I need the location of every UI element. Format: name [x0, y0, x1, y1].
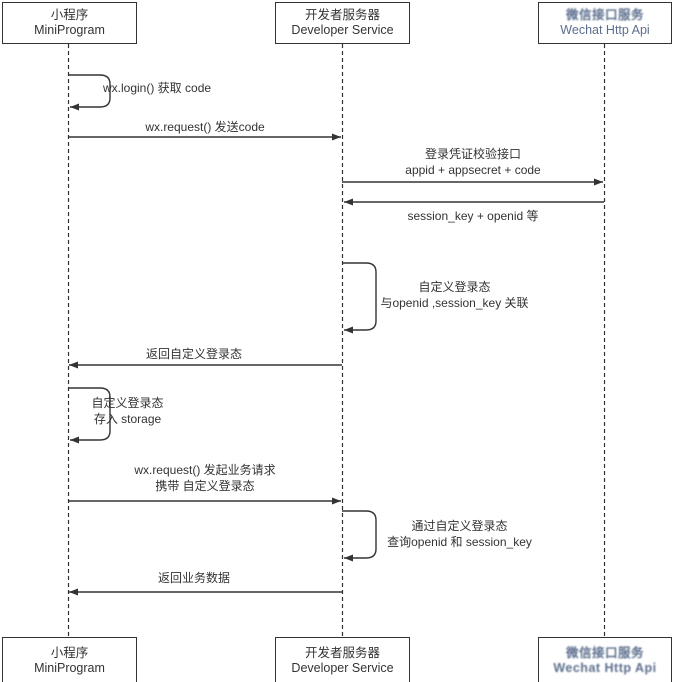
actor-wechat-api-bottom-subname: Wechat Http Api — [553, 661, 657, 675]
message-label-biz-request-line1: wx.request() 发起业务请求 — [134, 463, 276, 477]
actor-developer-service-top-subname: Developer Service — [291, 23, 394, 37]
message-label-send-code: wx.request() 发送code — [145, 120, 265, 134]
actor-developer-service-bottom: 开发者服务器 Developer Service — [275, 637, 410, 682]
message-label-custom-state-line2: 与openid ,session_key 关联 — [380, 296, 529, 310]
actor-miniprogram-top: 小程序 MiniProgram — [2, 2, 137, 44]
message-label-custom-state-line1: 自定义登录态 — [418, 280, 491, 294]
actor-wechat-api-bottom-name: 微信接口服务 — [565, 646, 644, 660]
message-label-wx-login: wx.login() 获取 code — [103, 81, 212, 95]
message-label-query-state-line1: 通过自定义登录态 — [411, 519, 508, 533]
actor-developer-service-top: 开发者服务器 Developer Service — [275, 2, 410, 44]
actor-developer-service-bottom-subname: Developer Service — [291, 661, 394, 675]
message-label-store-state: 自定义登录态 存入 storage — [80, 395, 175, 427]
message-label-biz-request-line2: 携带 自定义登录态 — [155, 479, 255, 493]
message-label-check-login: 登录凭证校验接口 appid + appsecret + code — [342, 146, 604, 178]
actor-miniprogram-top-name: 小程序 — [50, 8, 89, 22]
actor-miniprogram-bottom-subname: MiniProgram — [34, 661, 105, 675]
self-arrow-query-state — [342, 510, 377, 562]
message-label-check-login-line2: appid + appsecret + code — [405, 163, 541, 177]
actor-miniprogram-bottom: 小程序 MiniProgram — [2, 637, 137, 682]
message-label-store-state-line2: 存入 storage — [93, 412, 162, 426]
actor-wechat-api-top-subname: Wechat Http Api — [560, 23, 650, 37]
actor-developer-service-top-name: 开发者服务器 — [304, 8, 380, 22]
message-label-session-openid: session_key + openid 等 — [407, 209, 539, 223]
message-label-return-biz-data: 返回业务数据 — [157, 571, 230, 585]
self-arrow-custom-state — [342, 262, 377, 334]
actor-miniprogram-bottom-name: 小程序 — [50, 646, 89, 660]
message-label-return-custom-state: 返回自定义登录态 — [145, 347, 242, 361]
message-label-check-login-line1: 登录凭证校验接口 — [424, 147, 521, 161]
message-label-biz-request: wx.request() 发起业务请求 携带 自定义登录态 — [68, 462, 342, 494]
self-arrow-wx-login — [68, 74, 111, 111]
message-label-custom-state: 自定义登录态 与openid ,session_key 关联 — [352, 279, 557, 311]
message-label-query-state-line2: 查询openid 和 session_key — [387, 535, 532, 549]
actor-miniprogram-top-subname: MiniProgram — [34, 23, 105, 37]
actor-wechat-api-top-name: 微信接口服务 — [565, 8, 644, 22]
message-label-store-state-line1: 自定义登录态 — [91, 396, 164, 410]
self-arrow-store-state — [68, 387, 111, 444]
actor-wechat-api-top: 微信接口服务 Wechat Http Api — [538, 2, 672, 44]
actor-developer-service-bottom-name: 开发者服务器 — [304, 646, 380, 660]
actor-wechat-api-bottom: 微信接口服务 Wechat Http Api — [538, 637, 672, 682]
message-label-query-state: 通过自定义登录态 查询openid 和 session_key — [352, 518, 567, 550]
